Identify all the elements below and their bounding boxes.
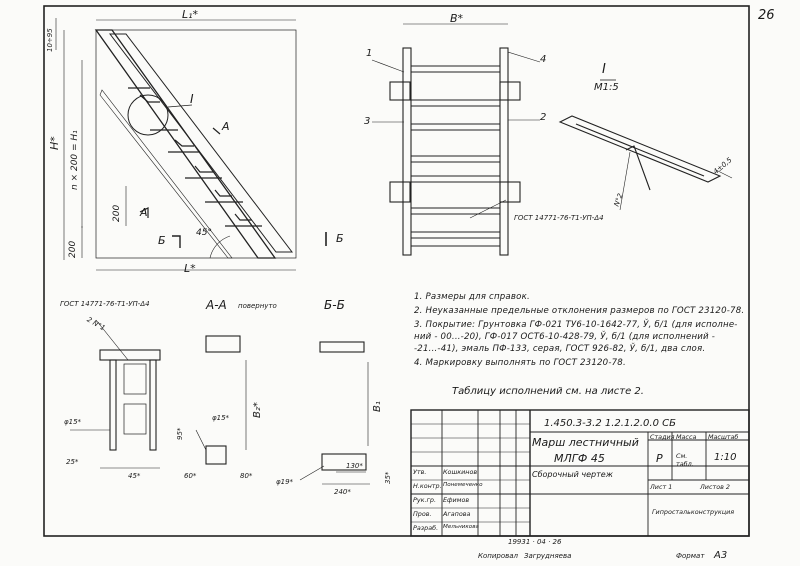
detail-i-circle	[127, 94, 169, 136]
dim-200a: 200	[112, 204, 122, 222]
stamp-date: 19931 · 04 · 26	[508, 538, 562, 546]
sheets-label: Листов 2	[700, 483, 730, 491]
aa-dim-15: φ15*	[212, 414, 230, 422]
callout-4: 4	[540, 54, 547, 65]
stair-elevation	[55, 18, 327, 271]
aa-title: А-А	[206, 298, 227, 312]
dim-n: n × 200 = H₁	[70, 130, 80, 190]
detail-i-scale: М1:5	[594, 82, 619, 93]
sig-role-3: Рук.гр.	[413, 496, 436, 504]
sig-role-1: Утв.	[413, 468, 427, 476]
sig-role-2: Н.контр.	[413, 482, 442, 490]
callout-2: 2	[540, 112, 547, 123]
section-bb	[299, 341, 370, 485]
dim-h: H*	[48, 136, 61, 150]
sig-name-2: Понемеченко	[443, 482, 483, 488]
aa-dim-b2: B₂*	[252, 402, 263, 418]
bb-dim-130: 130*	[346, 462, 363, 470]
aa-rotated: повернуто	[238, 302, 277, 310]
side-dim-15: φ15*	[64, 418, 82, 426]
detail-i	[558, 79, 733, 211]
sig-name-5: Мельникова	[443, 524, 479, 530]
subtitle: Сборочный чертеж	[532, 470, 613, 479]
dim-b: B*	[450, 12, 464, 25]
aa-dim-80: 80*	[240, 472, 253, 480]
section-b-label: Б	[158, 234, 166, 247]
sig-name-1: Кошкинов	[443, 468, 478, 476]
angle-45: 45°	[196, 228, 212, 238]
side-detail	[70, 319, 161, 469]
copied-name: Загрудняева	[524, 552, 572, 560]
bb-dim-35: 35*	[384, 471, 392, 484]
note-3b: ний - 00...-20), ГФ-017 ОСТ6-10-428-79, …	[414, 332, 716, 342]
section-a-label: А	[222, 120, 230, 133]
org-name: Гипростальконструкция	[652, 508, 735, 516]
sig-role-4: Пров.	[413, 510, 432, 518]
note-3c: -21...-41), эмаль ПФ-133, серая, ГОСТ 92…	[414, 344, 706, 354]
mass-value: См. табл.	[676, 452, 694, 468]
title-line2: МЛГФ 45	[554, 452, 605, 465]
doc-code: 1.450.3-3.2 1.2.1.2.0.0 СБ	[544, 418, 676, 429]
table-reference: Таблицу исполнений см. на листе 2.	[452, 386, 644, 397]
note-2: 2. Неуказанные предельные отклонения раз…	[414, 306, 745, 316]
dim-l1: L₁*	[182, 8, 199, 21]
col-mass: Масса	[676, 433, 697, 441]
side-dim-25: 25*	[66, 458, 79, 466]
note-1: 1. Размеры для справок.	[414, 292, 530, 302]
side-gost: ГОСТ 14771-76-Т1-УП-Δ4	[60, 300, 150, 308]
copied-label: Копировал	[478, 552, 518, 560]
sig-role-5: Разраб.	[413, 524, 439, 532]
bb-dim-19: φ19*	[276, 478, 294, 486]
sig-name-3: Ефимов	[443, 496, 470, 504]
dim-200b: 200	[68, 240, 78, 258]
note-4: 4. Маркировку выполнять по ГОСТ 23120-78…	[414, 358, 626, 368]
format-label: Формат	[676, 552, 705, 560]
plan-gost: ГОСТ 14771-76-Т1-УП-Δ4	[514, 214, 604, 222]
sheet-label: Лист 1	[650, 483, 673, 491]
side-dim-45: 45*	[128, 472, 141, 480]
stair-plan	[371, 23, 541, 256]
note-3: 3. Покрытие: Грунтовка ГФ-021 ТУ6-10-164…	[414, 320, 738, 330]
section-a2-label: А	[140, 206, 148, 219]
stage-value: Р	[656, 452, 663, 465]
col-scale: Масштаб	[708, 433, 739, 441]
callout-3: 3	[364, 116, 371, 127]
format-value: А3	[714, 550, 728, 561]
callout-i: I	[190, 92, 194, 106]
callout-1: 1	[366, 48, 373, 59]
aa-dim-95: 95*	[176, 427, 184, 440]
bb-title: Б-Б	[324, 298, 345, 312]
section-b2-label: Б	[336, 232, 344, 245]
detail-i-title: I	[602, 62, 606, 77]
bb-dim-b1: B₁	[372, 401, 383, 412]
col-stage: Стадия	[650, 433, 675, 441]
dim-l: L*	[184, 262, 196, 275]
scale-value: 1:10	[714, 452, 737, 463]
title-block-lines	[410, 409, 750, 537]
dim-top: 10÷95	[46, 28, 54, 52]
aa-dim-60: 60*	[184, 472, 197, 480]
sig-name-4: Агапова	[443, 510, 471, 518]
section-aa	[195, 335, 247, 465]
bb-dim-240: 240*	[334, 488, 351, 496]
title-line1: Марш лестничный	[532, 436, 639, 449]
page-number: 26	[758, 8, 775, 23]
